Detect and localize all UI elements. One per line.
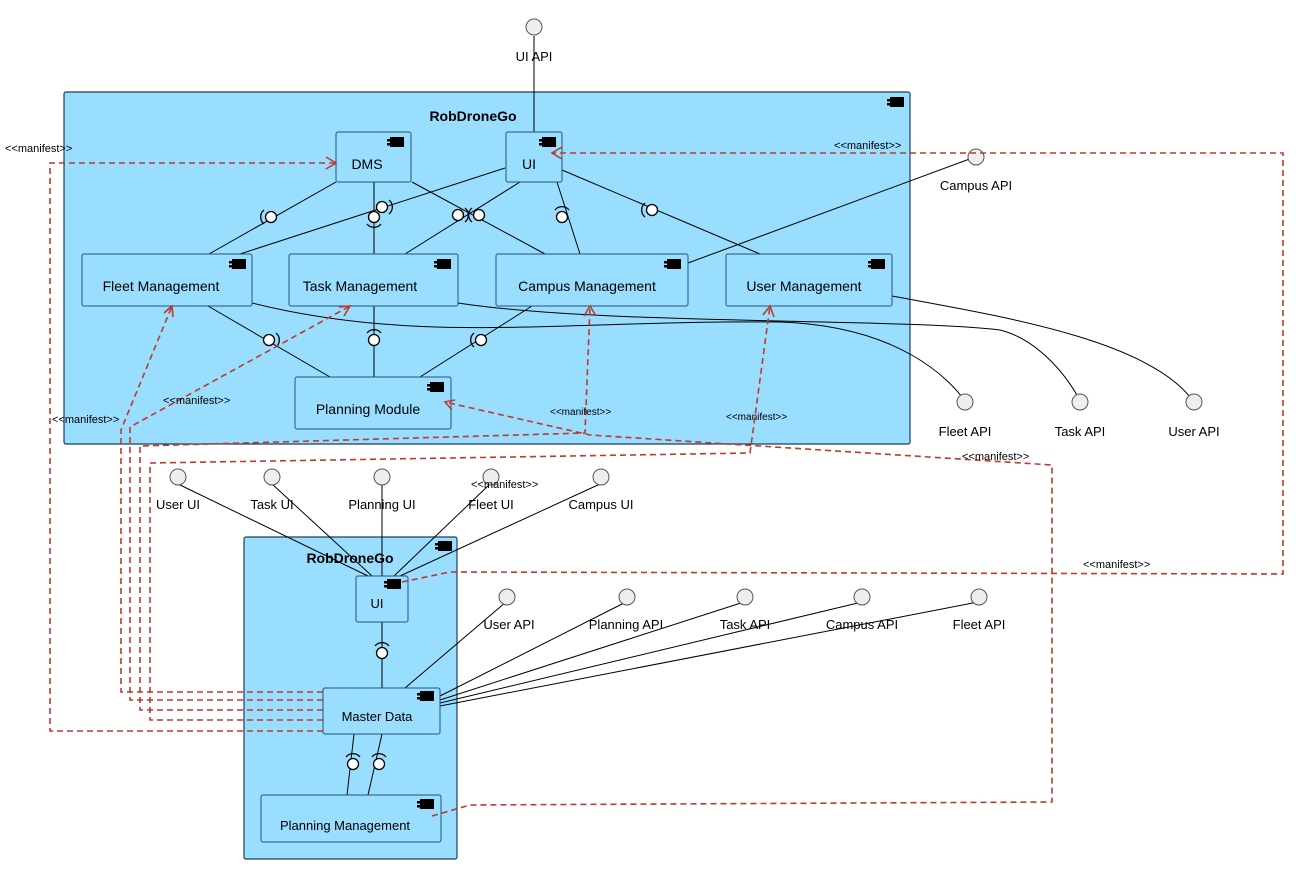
manifest-label: <<manifest>>: [163, 395, 230, 407]
interface-label: Fleet API: [953, 617, 1006, 632]
interface-label: Campus UI: [568, 497, 633, 512]
interface-label: Campus API: [940, 178, 1012, 193]
manifest-label: <<manifest>>: [726, 412, 787, 423]
interface-label: User API: [483, 617, 534, 632]
ball-socket: [468, 207, 486, 223]
component-user-management[interactable]: User Management: [725, 253, 893, 307]
interface-label: Task UI: [250, 497, 293, 512]
ball-socket: [554, 206, 570, 224]
interface-connectors: [260, 199, 659, 771]
interface-bottom-planning-api[interactable]: Planning API: [589, 588, 663, 632]
ball-socket: [371, 753, 387, 771]
ball-socket: [470, 332, 488, 348]
interface-label: Planning API: [589, 617, 663, 632]
top-system-title: RobDroneGo: [429, 108, 516, 124]
component-label: UI: [371, 596, 384, 611]
manifest-labels: <<manifest>> <<manifest>> <<manifest>> <…: [5, 140, 1150, 571]
component-dms[interactable]: DMS: [335, 131, 412, 183]
manifest-label: <<manifest>>: [550, 407, 611, 418]
ball-socket: [366, 329, 382, 347]
component-label: Master Data: [342, 709, 414, 724]
component-label: Planning Management: [280, 818, 410, 833]
manifest-label: <<manifest>>: [471, 479, 538, 491]
interface-user-ui[interactable]: User UI: [156, 468, 200, 512]
interface-bottom-fleet-api[interactable]: Fleet API: [953, 588, 1006, 632]
manifest-label: <<manifest>>: [1083, 559, 1150, 571]
manifest-label: <<manifest>>: [834, 140, 901, 152]
component-label: DMS: [351, 156, 382, 172]
ball-socket: [260, 209, 278, 225]
interface-label: User API: [1168, 424, 1219, 439]
component-campus-management[interactable]: Campus Management: [495, 253, 689, 307]
manifest-dependencies: [49, 146, 1284, 817]
component-label: Campus Management: [518, 278, 656, 294]
interface-user-api[interactable]: User API: [1168, 393, 1220, 439]
interface-planning-ui[interactable]: Planning UI: [348, 468, 416, 512]
interface-label: Fleet UI: [468, 497, 514, 512]
ball-socket: [345, 753, 361, 771]
ball-socket: [451, 207, 469, 223]
interface-fleet-api[interactable]: Fleet API: [939, 393, 992, 439]
component-label: Planning Module: [316, 401, 421, 417]
component-ui[interactable]: UI: [505, 131, 563, 183]
ball-socket: [374, 642, 390, 660]
ball-socket: [375, 199, 393, 215]
interface-label: User UI: [156, 497, 200, 512]
component-planning-management[interactable]: Planning Management: [260, 794, 442, 843]
manifest-label: <<manifest>>: [5, 143, 72, 155]
component-label: Task Management: [303, 278, 418, 294]
ball-socket: [366, 210, 382, 228]
component-master-data[interactable]: Master Data: [322, 687, 441, 735]
manifest-label: <<manifest>>: [962, 451, 1029, 463]
interface-label: Fleet API: [939, 424, 992, 439]
interface-label: Planning UI: [348, 497, 415, 512]
component-planning-module[interactable]: Planning Module: [294, 376, 452, 430]
top-system-container: RobDroneGo: [63, 91, 911, 445]
manifest-label: <<manifest>>: [52, 414, 119, 426]
interface-bottom-campus-api[interactable]: Campus API: [826, 588, 898, 632]
ball-socket: [641, 202, 659, 218]
bottom-system-title: RobDroneGo: [306, 550, 393, 566]
interface-ui-api[interactable]: UI API: [516, 18, 553, 64]
interface-task-api[interactable]: Task API: [1055, 393, 1106, 439]
component-task-management[interactable]: Task Management: [288, 253, 459, 307]
component-label: Fleet Management: [103, 278, 220, 294]
interface-task-ui[interactable]: Task UI: [250, 468, 294, 512]
interface-label: Campus API: [826, 617, 898, 632]
interface-campus-ui[interactable]: Campus UI: [568, 468, 634, 512]
interface-bottom-user-api[interactable]: User API: [483, 588, 535, 632]
interface-bottom-task-api[interactable]: Task API: [720, 588, 771, 632]
interface-label: Task API: [720, 617, 771, 632]
component-bottom-ui[interactable]: UI: [355, 575, 409, 623]
interface-fleet-ui[interactable]: Fleet UI: [468, 468, 514, 512]
component-fleet-management[interactable]: Fleet Management: [81, 253, 253, 307]
component-label: User Management: [746, 278, 861, 294]
interface-label: UI API: [516, 49, 553, 64]
interface-campus-api[interactable]: Campus API: [940, 148, 1012, 193]
assembly-wires: [177, 36, 1194, 796]
component-label: UI: [522, 156, 536, 172]
interface-label: Task API: [1055, 424, 1106, 439]
